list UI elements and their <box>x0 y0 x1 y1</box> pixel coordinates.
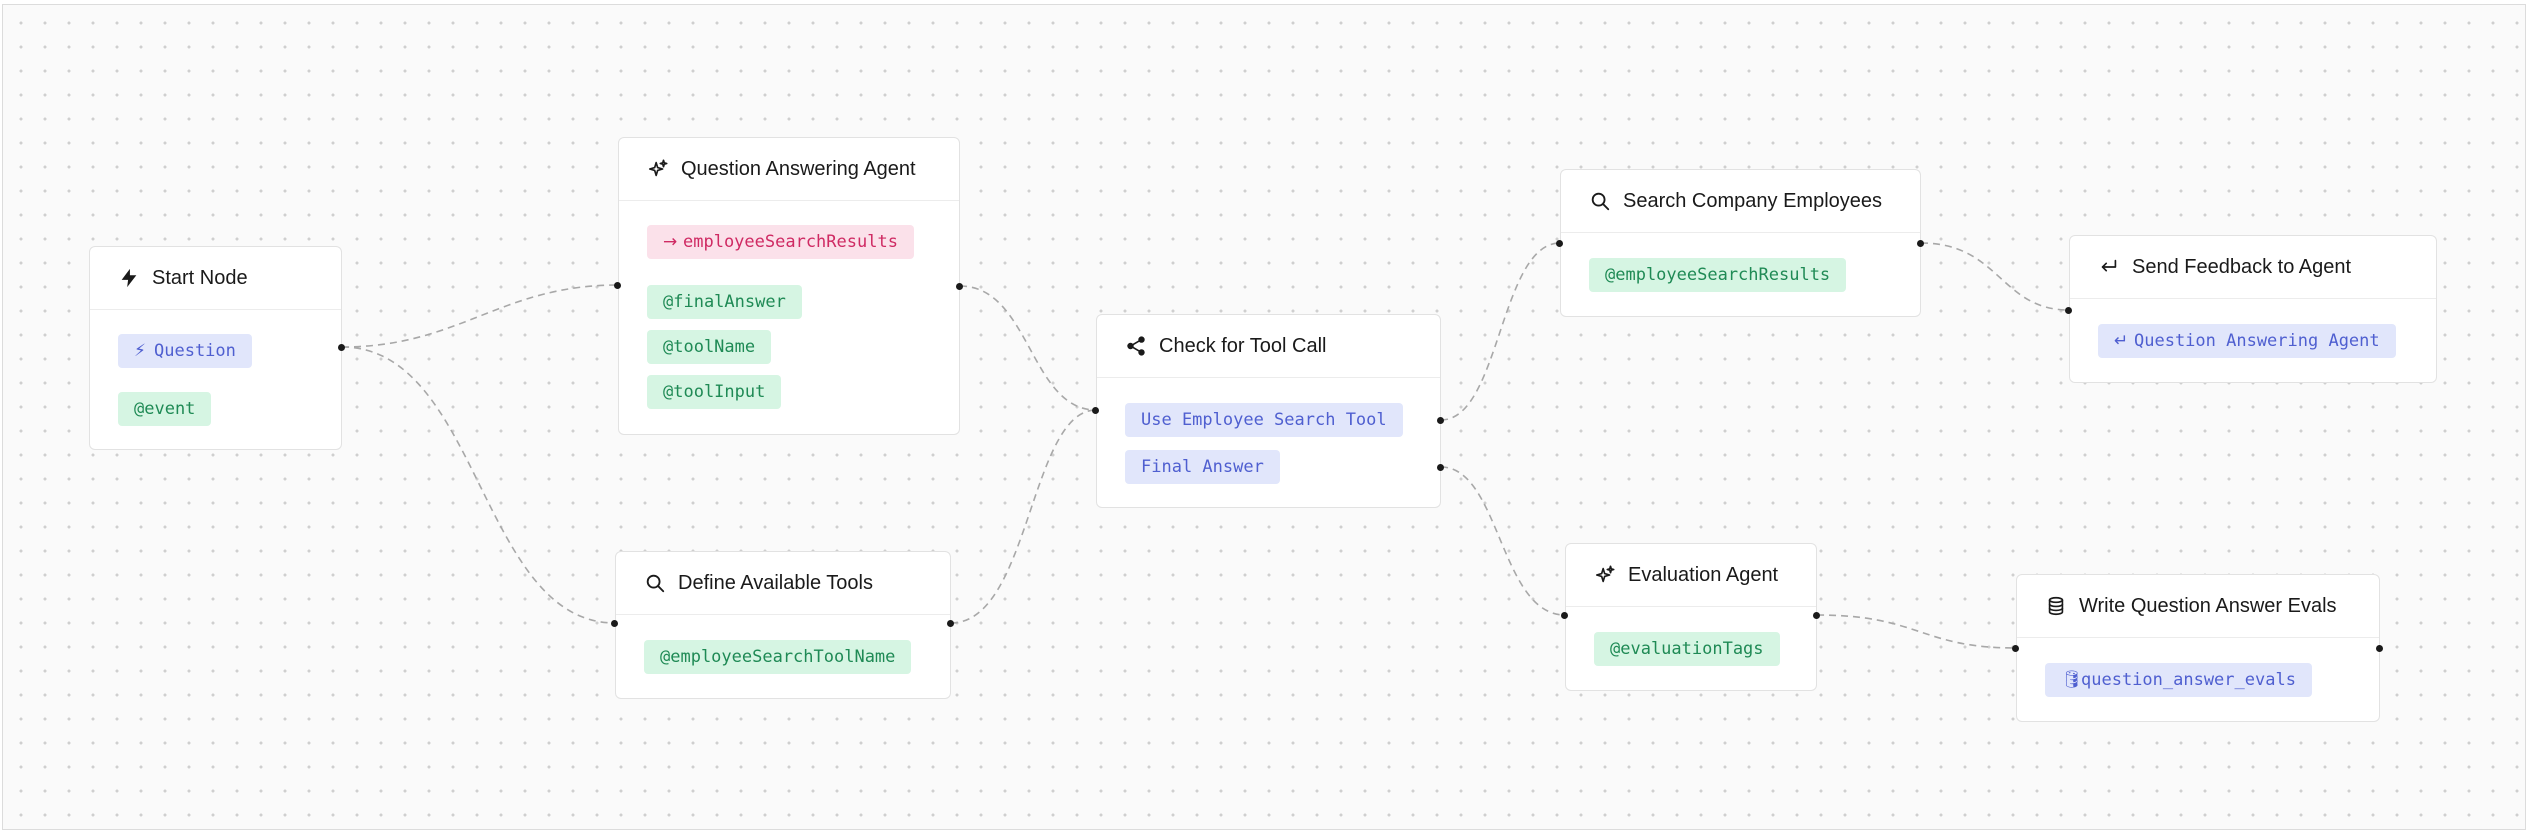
qa-agent-output-handle[interactable] <box>956 283 963 290</box>
node-title: Start Node <box>152 266 248 289</box>
start-node[interactable]: Start Node ⚡Question @event <box>89 246 342 450</box>
output-tag-question[interactable]: ⚡Question <box>118 334 252 368</box>
sparkles-icon <box>1594 564 1616 586</box>
node-header: Check for Tool Call <box>1097 315 1440 378</box>
output-tag-employee-search-results[interactable]: @employeeSearchResults <box>1589 258 1847 292</box>
evaluation-agent-input-handle[interactable] <box>1561 612 1568 619</box>
evaluation-agent-node[interactable]: Evaluation Agent @evaluationTags <box>1565 543 1817 691</box>
output-tag-tool-name[interactable]: @toolName <box>647 330 772 364</box>
node-title: Write Question Answer Evals <box>2079 594 2337 617</box>
database-icon: 🛢 <box>2061 670 2083 690</box>
node-title: Question Answering Agent <box>681 157 916 180</box>
edge-eval-to-write <box>1816 614 2017 649</box>
sparkles-icon <box>647 158 669 180</box>
node-header: Write Question Answer Evals <box>2017 575 2379 638</box>
edge-search-to-feedback <box>1920 242 2070 311</box>
define-tools-node[interactable]: Define Available Tools @employeeSearchTo… <box>615 551 951 699</box>
check-tool-output-handle-final[interactable] <box>1437 464 1444 471</box>
node-header: Define Available Tools <box>616 552 950 615</box>
edge-check-to-search <box>1440 242 1561 421</box>
bolt-icon: ⚡ <box>134 341 146 361</box>
output-tag-evaluation-tags[interactable]: @evaluationTags <box>1594 632 1780 666</box>
node-title: Search Company Employees <box>1623 189 1883 212</box>
node-title: Send Feedback to Agent <box>2132 255 2352 278</box>
edge-start-to-define-tools <box>341 346 616 624</box>
search-employees-node[interactable]: Search Company Employees @employeeSearch… <box>1560 169 1921 317</box>
write-evals-input-handle[interactable] <box>2012 645 2019 652</box>
check-tool-input-handle[interactable] <box>1092 407 1099 414</box>
node-title: Evaluation Agent <box>1628 563 1779 586</box>
qa-agent-input-handle[interactable] <box>614 282 621 289</box>
node-header: Start Node <box>90 247 341 310</box>
database-icon <box>2045 595 2067 617</box>
output-tag-final-answer[interactable]: @finalAnswer <box>647 285 802 319</box>
node-header: Search Company Employees <box>1561 170 1920 233</box>
check-tool-output-handle-search[interactable] <box>1437 417 1444 424</box>
edge-qa-agent-to-check <box>959 285 1097 411</box>
write-evals-node[interactable]: Write Question Answer Evals 🛢question_an… <box>2016 574 2380 722</box>
edge-start-to-qa-agent <box>341 284 619 348</box>
define-tools-output-handle[interactable] <box>947 620 954 627</box>
node-header: Send Feedback to Agent <box>2070 236 2436 299</box>
define-tools-input-handle[interactable] <box>611 620 618 627</box>
edge-define-tools-to-check <box>950 409 1097 624</box>
search-icon <box>644 572 666 594</box>
return-icon <box>2098 256 2120 278</box>
search-icon <box>1589 190 1611 212</box>
node-header: Evaluation Agent <box>1566 544 1816 607</box>
send-feedback-node[interactable]: Send Feedback to Agent ↵Question Answeri… <box>2069 235 2437 383</box>
check-tool-call-node[interactable]: Check for Tool Call Use Employee Search … <box>1096 314 1441 508</box>
edge-check-to-eval <box>1440 466 1566 616</box>
qa-agent-node[interactable]: Question Answering Agent →employeeSearch… <box>618 137 960 435</box>
search-employees-input-handle[interactable] <box>1556 240 1563 247</box>
node-header: Question Answering Agent <box>619 138 959 201</box>
bolt-icon <box>118 267 140 289</box>
output-tag-employee-search-tool-name[interactable]: @employeeSearchToolName <box>644 640 912 674</box>
evaluation-agent-output-handle[interactable] <box>1813 612 1820 619</box>
send-feedback-input-handle[interactable] <box>2065 307 2072 314</box>
target-tag-question-answering-agent[interactable]: ↵Question Answering Agent <box>2098 324 2396 358</box>
output-tag-event[interactable]: @event <box>118 392 212 426</box>
condition-tag-use-employee-search-tool[interactable]: Use Employee Search Tool <box>1125 403 1403 437</box>
start-node-output-handle[interactable] <box>338 344 345 351</box>
node-title: Check for Tool Call <box>1159 334 1327 357</box>
return-icon: ↵ <box>2114 331 2129 351</box>
input-tag-employee-search-results[interactable]: →employeeSearchResults <box>647 225 914 259</box>
share-icon <box>1125 335 1147 357</box>
output-tag-tool-input[interactable]: @toolInput <box>647 375 782 409</box>
table-tag-question-answer-evals[interactable]: 🛢question_answer_evals <box>2045 663 2312 697</box>
condition-tag-final-answer[interactable]: Final Answer <box>1125 450 1280 484</box>
arrow-right-icon: → <box>663 232 678 252</box>
write-evals-output-handle[interactable] <box>2376 645 2383 652</box>
node-title: Define Available Tools <box>678 571 873 594</box>
search-employees-output-handle[interactable] <box>1917 240 1924 247</box>
